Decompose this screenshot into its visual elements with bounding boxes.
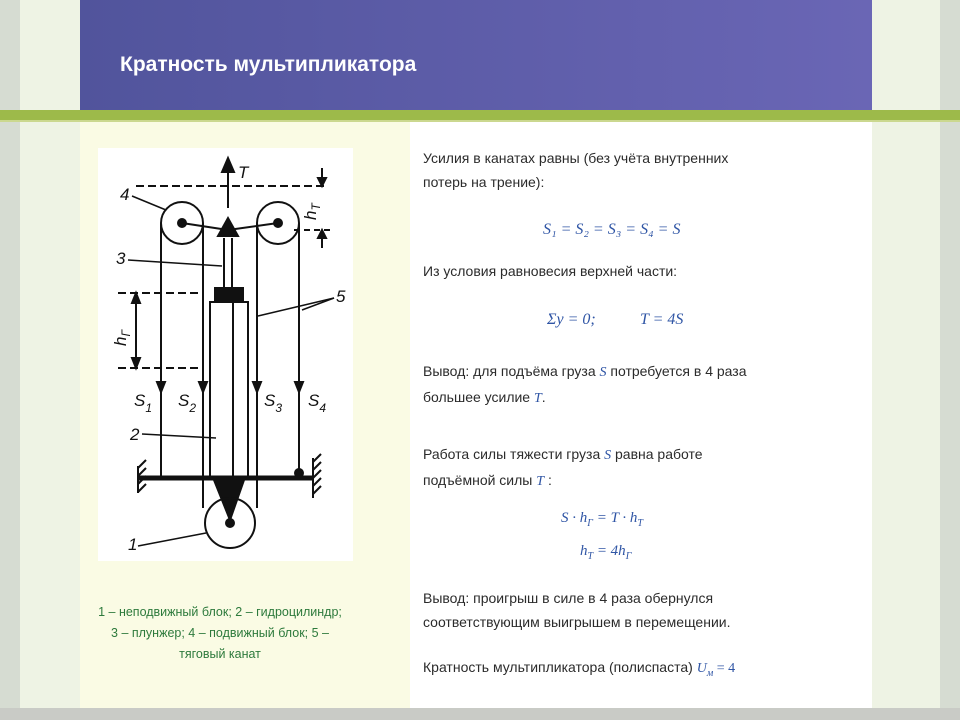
slide-title: Кратность мультипликатора (120, 53, 417, 76)
paragraph-conclusion-1: Вывод: для подъёма груза S потребуется в… (423, 363, 747, 406)
label-T: T (238, 163, 250, 182)
label-S2: S2 (178, 391, 196, 415)
multiplier-diagram-svg: T 4 3 2 1 5 hT hГ S1 S2 S3 S4 (111, 155, 346, 554)
label-S4: S4 (308, 391, 326, 415)
slide-header: Кратность мультипликатора (80, 0, 872, 110)
label-2: 2 (129, 425, 140, 444)
equation-balance-sum: Σy = 0; (547, 311, 596, 328)
equation-balance-T: T = 4S (640, 311, 684, 328)
right-background-strip (872, 0, 960, 720)
header-divider (0, 110, 960, 120)
label-S3: S3 (264, 391, 282, 415)
equation-heights: hT = 4hГ (580, 543, 632, 562)
paragraph-forces: Усилия в канатах равны (без учёта внутре… (423, 150, 729, 190)
figure-caption: 1 – неподвижный блок; 2 – гидроцилиндр; … (98, 605, 342, 661)
paragraph-conclusion-2: Вывод: проигрыш в силе в 4 раза обернулс… (423, 590, 731, 630)
paragraph-balance: Из условия равновесия верхней части: (423, 263, 678, 279)
header-divider-thin (0, 120, 960, 122)
equation-work: S · hГ = T · hT (561, 510, 643, 529)
label-hT: hT (301, 202, 323, 220)
label-4: 4 (120, 185, 129, 204)
multiplier-diagram: T 4 3 2 1 5 hT hГ S1 S2 S3 S4 (98, 148, 353, 561)
bottom-bar (0, 708, 960, 720)
label-S1: S1 (134, 391, 152, 415)
label-1: 1 (128, 535, 137, 554)
label-3: 3 (116, 249, 126, 268)
label-hG: hГ (111, 329, 133, 346)
paragraph-work: Работа силы тяжести груза S равна работе… (423, 446, 703, 489)
equation-forces: S₁ = S₂ = S₃ = S₄ = S (543, 221, 681, 238)
label-5: 5 (336, 287, 346, 306)
paragraph-ratio: Кратность мультипликатора (полиспаста) U… (423, 659, 736, 679)
